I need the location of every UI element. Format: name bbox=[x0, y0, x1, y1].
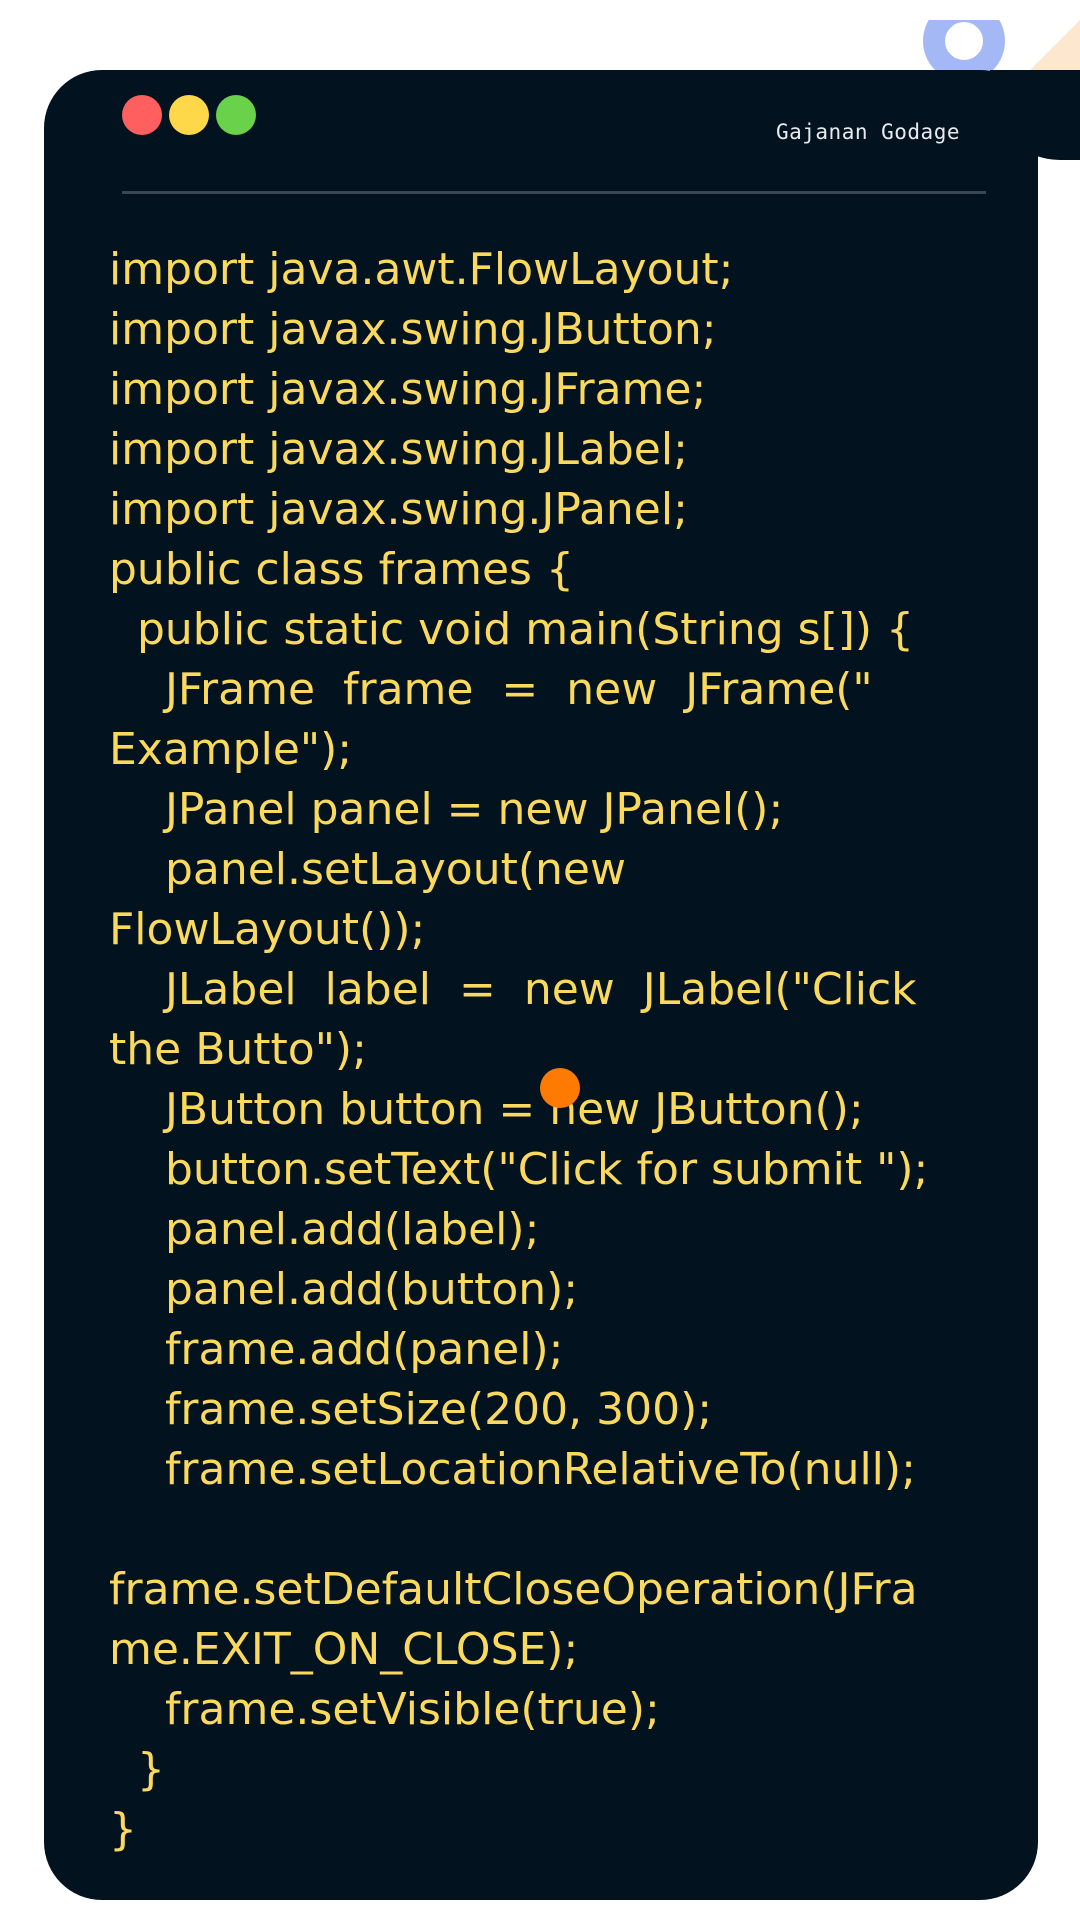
decorative-ring-mask bbox=[923, 0, 1005, 20]
code-line bbox=[109, 1500, 1029, 1560]
code-line: FlowLayout()); bbox=[109, 904, 426, 955]
maximize-window-button[interactable] bbox=[216, 95, 256, 135]
code-line: me.EXIT_ON_CLOSE); bbox=[109, 1624, 579, 1675]
code-line: public static void main(String s[]) { bbox=[109, 604, 915, 655]
code-line: import java.awt.FlowLayout; bbox=[109, 244, 734, 295]
code-line: frame.setVisible(true); bbox=[109, 1684, 660, 1735]
code-line: JFrame frame = new JFrame(" bbox=[109, 664, 873, 715]
code-line: } bbox=[109, 1804, 137, 1855]
code-line: import javax.swing.JPanel; bbox=[109, 484, 688, 535]
code-line: Example"); bbox=[109, 724, 353, 775]
code-line: panel.setLayout(new bbox=[109, 844, 626, 895]
code-block[interactable]: import java.awt.FlowLayout; import javax.… bbox=[109, 240, 1029, 1860]
code-line: panel.add(button); bbox=[109, 1264, 579, 1315]
code-line: panel.add(label); bbox=[109, 1204, 540, 1255]
code-line: import javax.swing.JButton; bbox=[109, 304, 717, 355]
code-line: } bbox=[109, 1744, 165, 1795]
code-line: import javax.swing.JLabel; bbox=[109, 424, 688, 475]
touch-cursor-indicator bbox=[540, 1068, 580, 1108]
window-controls bbox=[122, 95, 256, 135]
author-name: Gajanan Godage bbox=[775, 120, 960, 144]
close-window-button[interactable] bbox=[122, 95, 162, 135]
code-line: frame.setSize(200, 300); bbox=[109, 1384, 713, 1435]
code-line: JButton button = new JButton(); bbox=[109, 1084, 864, 1135]
code-line: the Butto"); bbox=[109, 1024, 367, 1075]
code-line: JPanel panel = new JPanel(); bbox=[109, 784, 784, 835]
header-divider bbox=[122, 191, 986, 194]
code-line: button.setText("Click for submit "); bbox=[109, 1144, 929, 1195]
code-editor-window: Gajanan Godage import java.awt.FlowLayou… bbox=[44, 70, 1038, 1900]
code-line: frame.add(panel); bbox=[109, 1324, 564, 1375]
code-line: frame.setLocationRelativeTo(null); bbox=[109, 1444, 916, 1495]
code-line: import javax.swing.JFrame; bbox=[109, 364, 707, 415]
minimize-window-button[interactable] bbox=[169, 95, 209, 135]
code-line: frame.setDefaultCloseOperation(JFra bbox=[109, 1564, 918, 1615]
code-line: public class frames { bbox=[109, 544, 574, 595]
code-line: JLabel label = new JLabel("Click bbox=[109, 964, 917, 1015]
